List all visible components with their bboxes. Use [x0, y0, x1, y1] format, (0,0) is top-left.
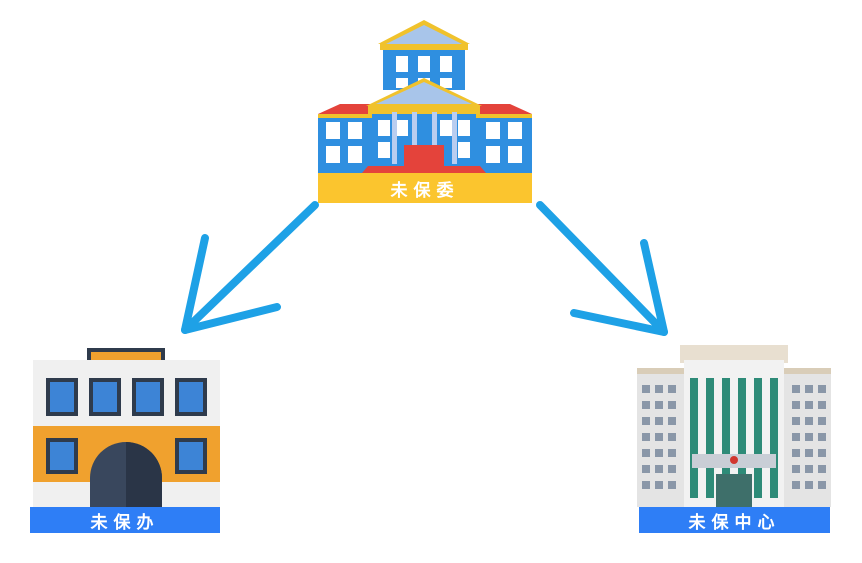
right-node-label: 未保中心: [639, 507, 830, 533]
right-building-icon: [637, 345, 831, 507]
top-building-icon: [318, 20, 532, 173]
left-node-label: 未保办: [30, 507, 220, 533]
left-building-icon: [33, 348, 220, 507]
arrow-to-left: [181, 201, 319, 334]
top-node-label: 未保委: [318, 173, 532, 203]
arrow-to-right: [536, 201, 668, 336]
